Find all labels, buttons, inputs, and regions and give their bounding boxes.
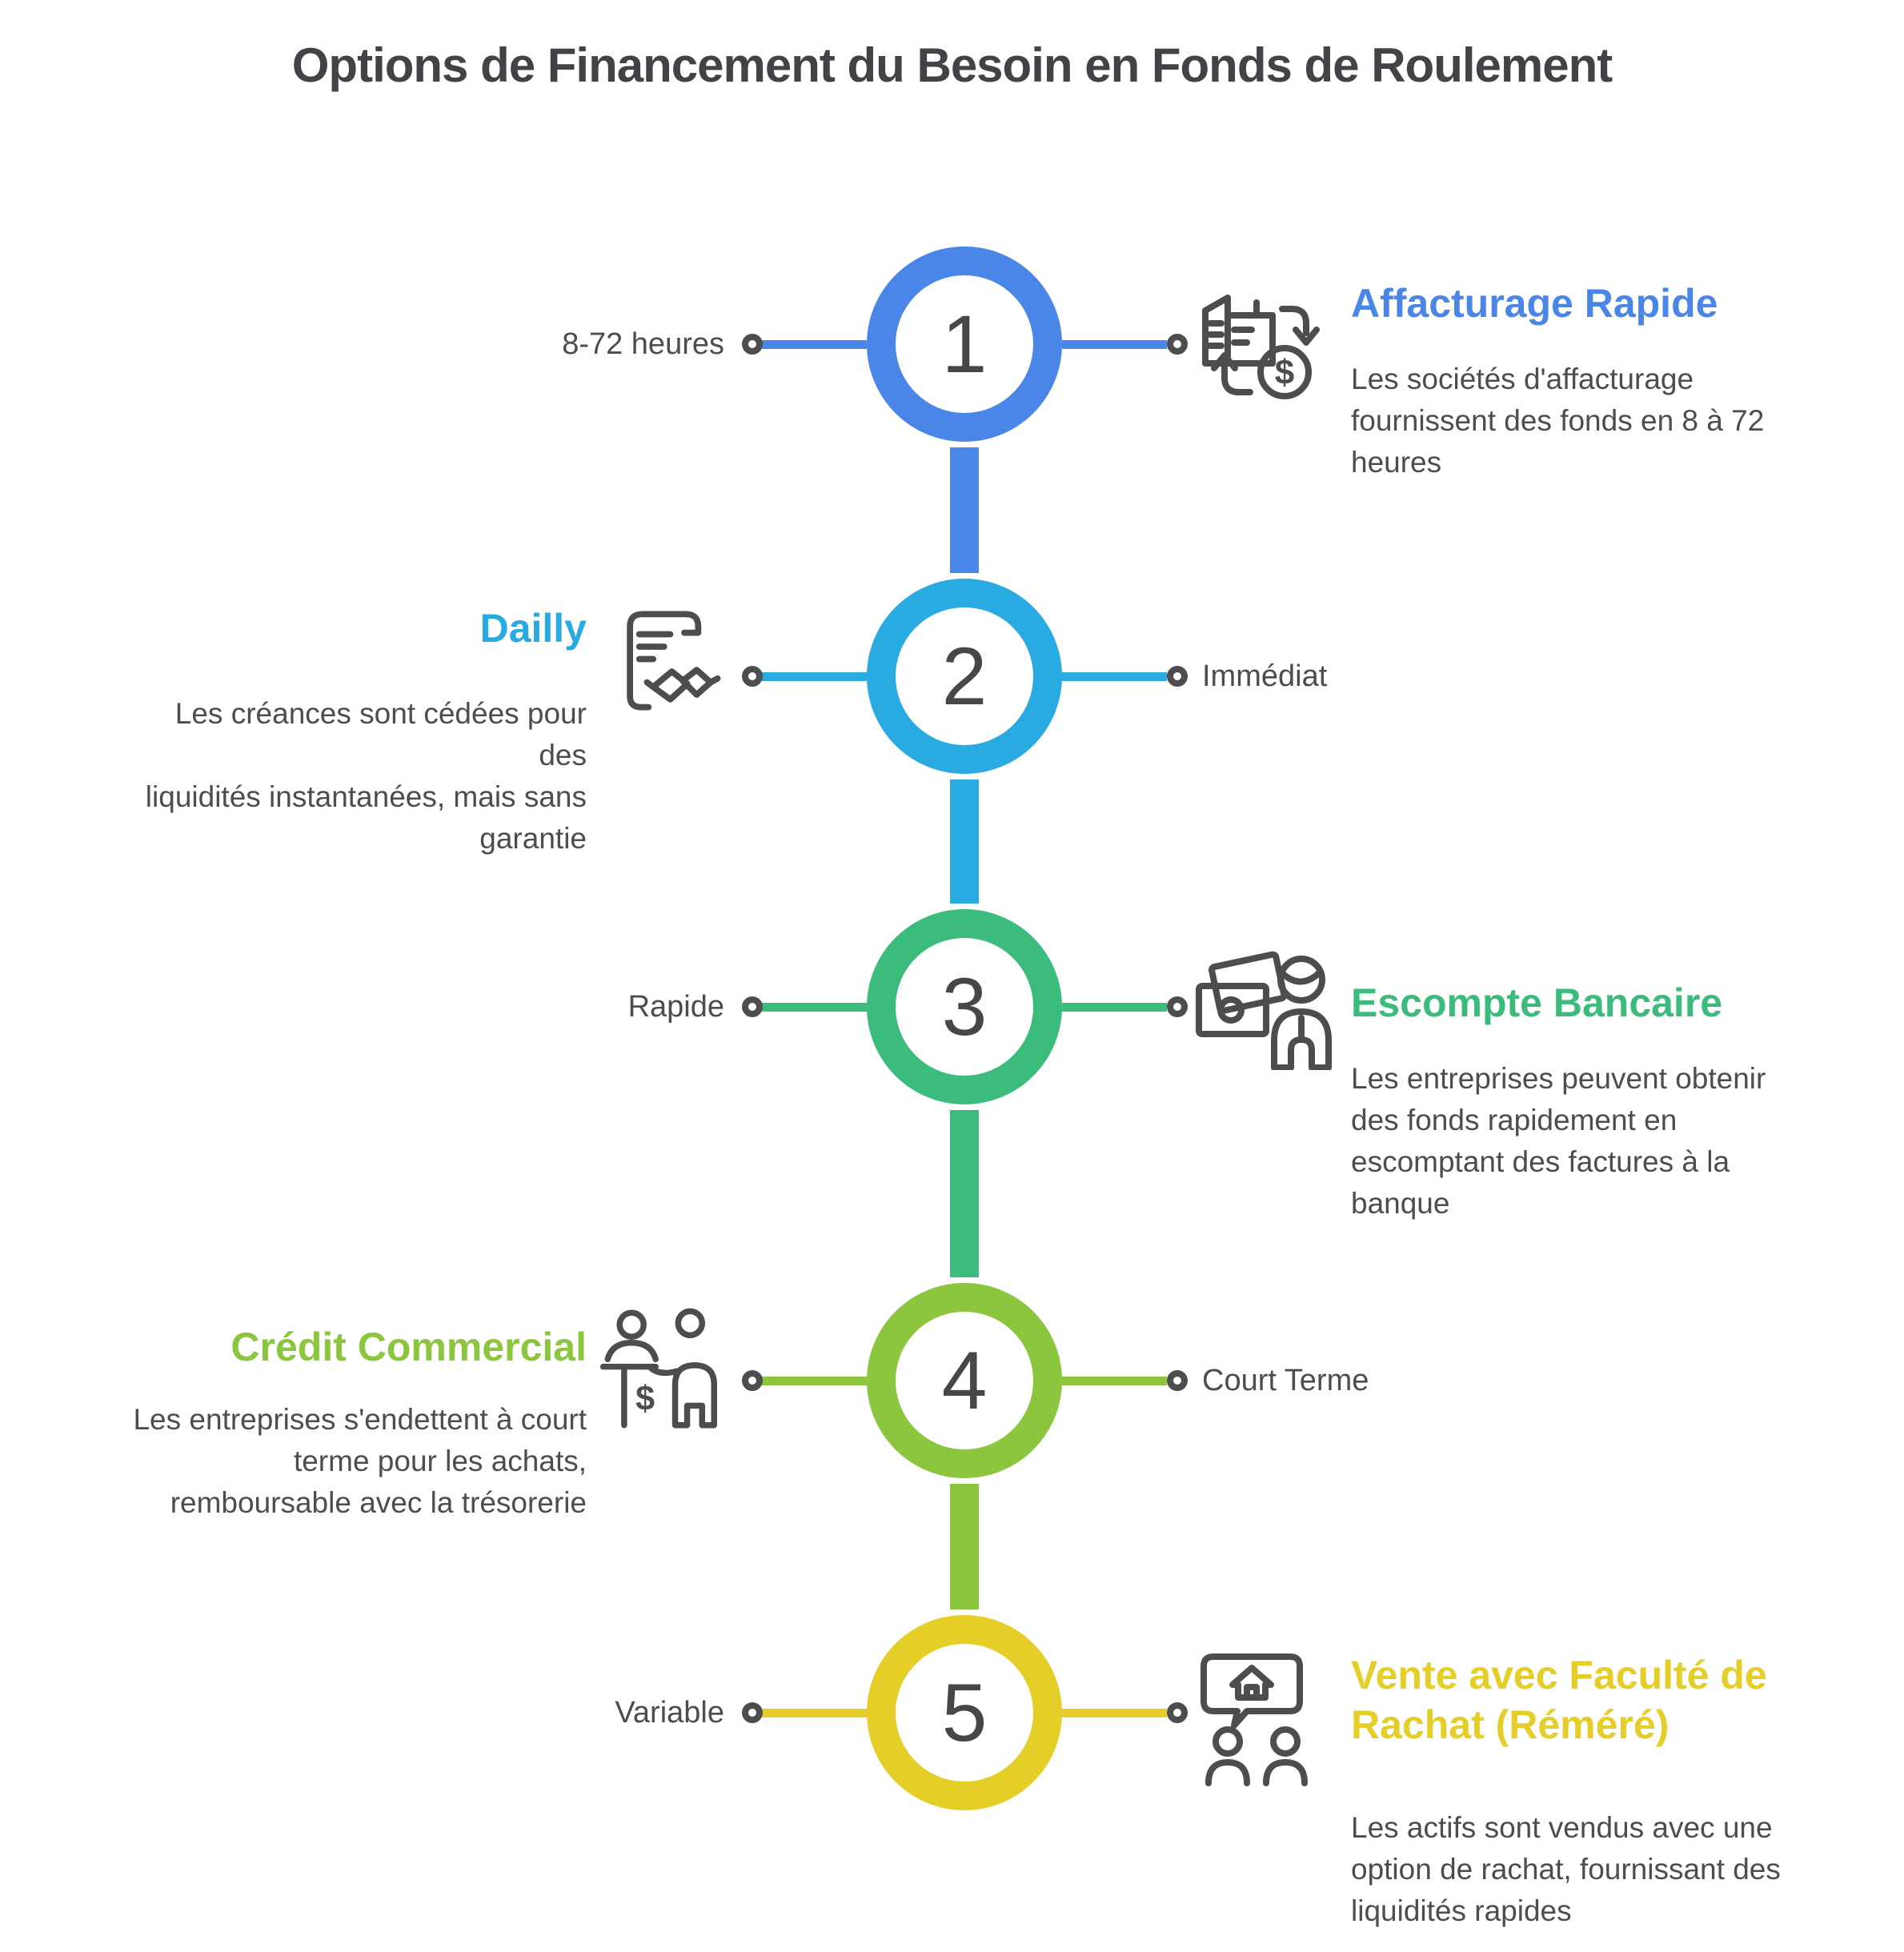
connector-dot	[1167, 334, 1188, 355]
contract-handshake-icon	[608, 597, 732, 721]
timeline-segment-3-4	[950, 1110, 979, 1277]
step-heading: Escompte Bancaire	[1351, 980, 1723, 1025]
step-description: Les actifs sont vendus avec une option d…	[1351, 1811, 1781, 1927]
connector-line	[1062, 1003, 1167, 1012]
connector-dot	[1167, 666, 1188, 687]
step-heading: Crédit Commercial	[230, 1325, 587, 1369]
connector-dot	[1167, 996, 1188, 1017]
connector-line	[762, 1709, 867, 1718]
step-description: Les entreprises peuvent obtenir des fond…	[1351, 1062, 1766, 1220]
connector-dot	[1167, 1702, 1188, 1723]
house-sale-discussion-icon	[1194, 1647, 1322, 1790]
timeline-segment-4-5	[950, 1484, 979, 1609]
step-circle-3: 3	[867, 909, 1062, 1104]
banker-with-money-icon	[1191, 938, 1339, 1070]
step-heading: Vente avec Faculté de Rachat (Réméré)	[1351, 1653, 1767, 1747]
connector-dot	[742, 666, 763, 687]
step-heading: Dailly	[479, 606, 587, 651]
step-description: Les sociétés d'affacturage fournissent d…	[1351, 363, 1765, 479]
step-number: 4	[941, 1335, 988, 1426]
step-circle-1: 1	[867, 247, 1062, 442]
invoices-money-exchange-icon: $	[1194, 274, 1322, 402]
step-circle-4: 4	[867, 1283, 1062, 1478]
svg-text:$: $	[635, 1380, 655, 1418]
connector-line	[762, 1377, 867, 1385]
step-tag: Rapide	[627, 990, 724, 1024]
connector-line	[762, 340, 867, 349]
connector-line	[1062, 672, 1167, 681]
step-circle-2: 2	[867, 579, 1062, 774]
step-description: Les créances sont cédées pour des liquid…	[145, 697, 587, 855]
connector-line	[1062, 1709, 1167, 1718]
connector-dot	[742, 1702, 763, 1723]
connector-dot	[742, 996, 763, 1017]
timeline-segment-1-2	[950, 447, 979, 573]
connector-line	[1062, 340, 1167, 349]
step-description: Les entreprises s'endettent à court term…	[133, 1403, 587, 1519]
step-tag: Immédiat	[1202, 659, 1328, 693]
step-number: 1	[941, 299, 988, 390]
connector-line	[1062, 1377, 1167, 1385]
step-tag: Variable	[615, 1696, 724, 1730]
timeline-segment-2-3	[950, 780, 979, 904]
step-tag: 8-72 heures	[562, 327, 724, 361]
page-title: Options de Financement du Besoin en Fond…	[291, 38, 1613, 92]
buyers-credit-icon: $	[599, 1303, 741, 1435]
connector-dot	[742, 334, 763, 355]
svg-text:$: $	[1275, 353, 1294, 392]
connector-dot	[742, 1370, 763, 1391]
step-number: 5	[941, 1667, 988, 1758]
step-heading: Affacturage Rapide	[1351, 281, 1718, 326]
connector-line	[762, 1003, 867, 1012]
step-number: 3	[941, 961, 988, 1052]
step-tag: Court Terme	[1202, 1364, 1369, 1397]
connector-dot	[1167, 1370, 1188, 1391]
connector-line	[762, 672, 867, 681]
step-number: 2	[941, 631, 988, 722]
step-circle-5: 5	[867, 1615, 1062, 1810]
